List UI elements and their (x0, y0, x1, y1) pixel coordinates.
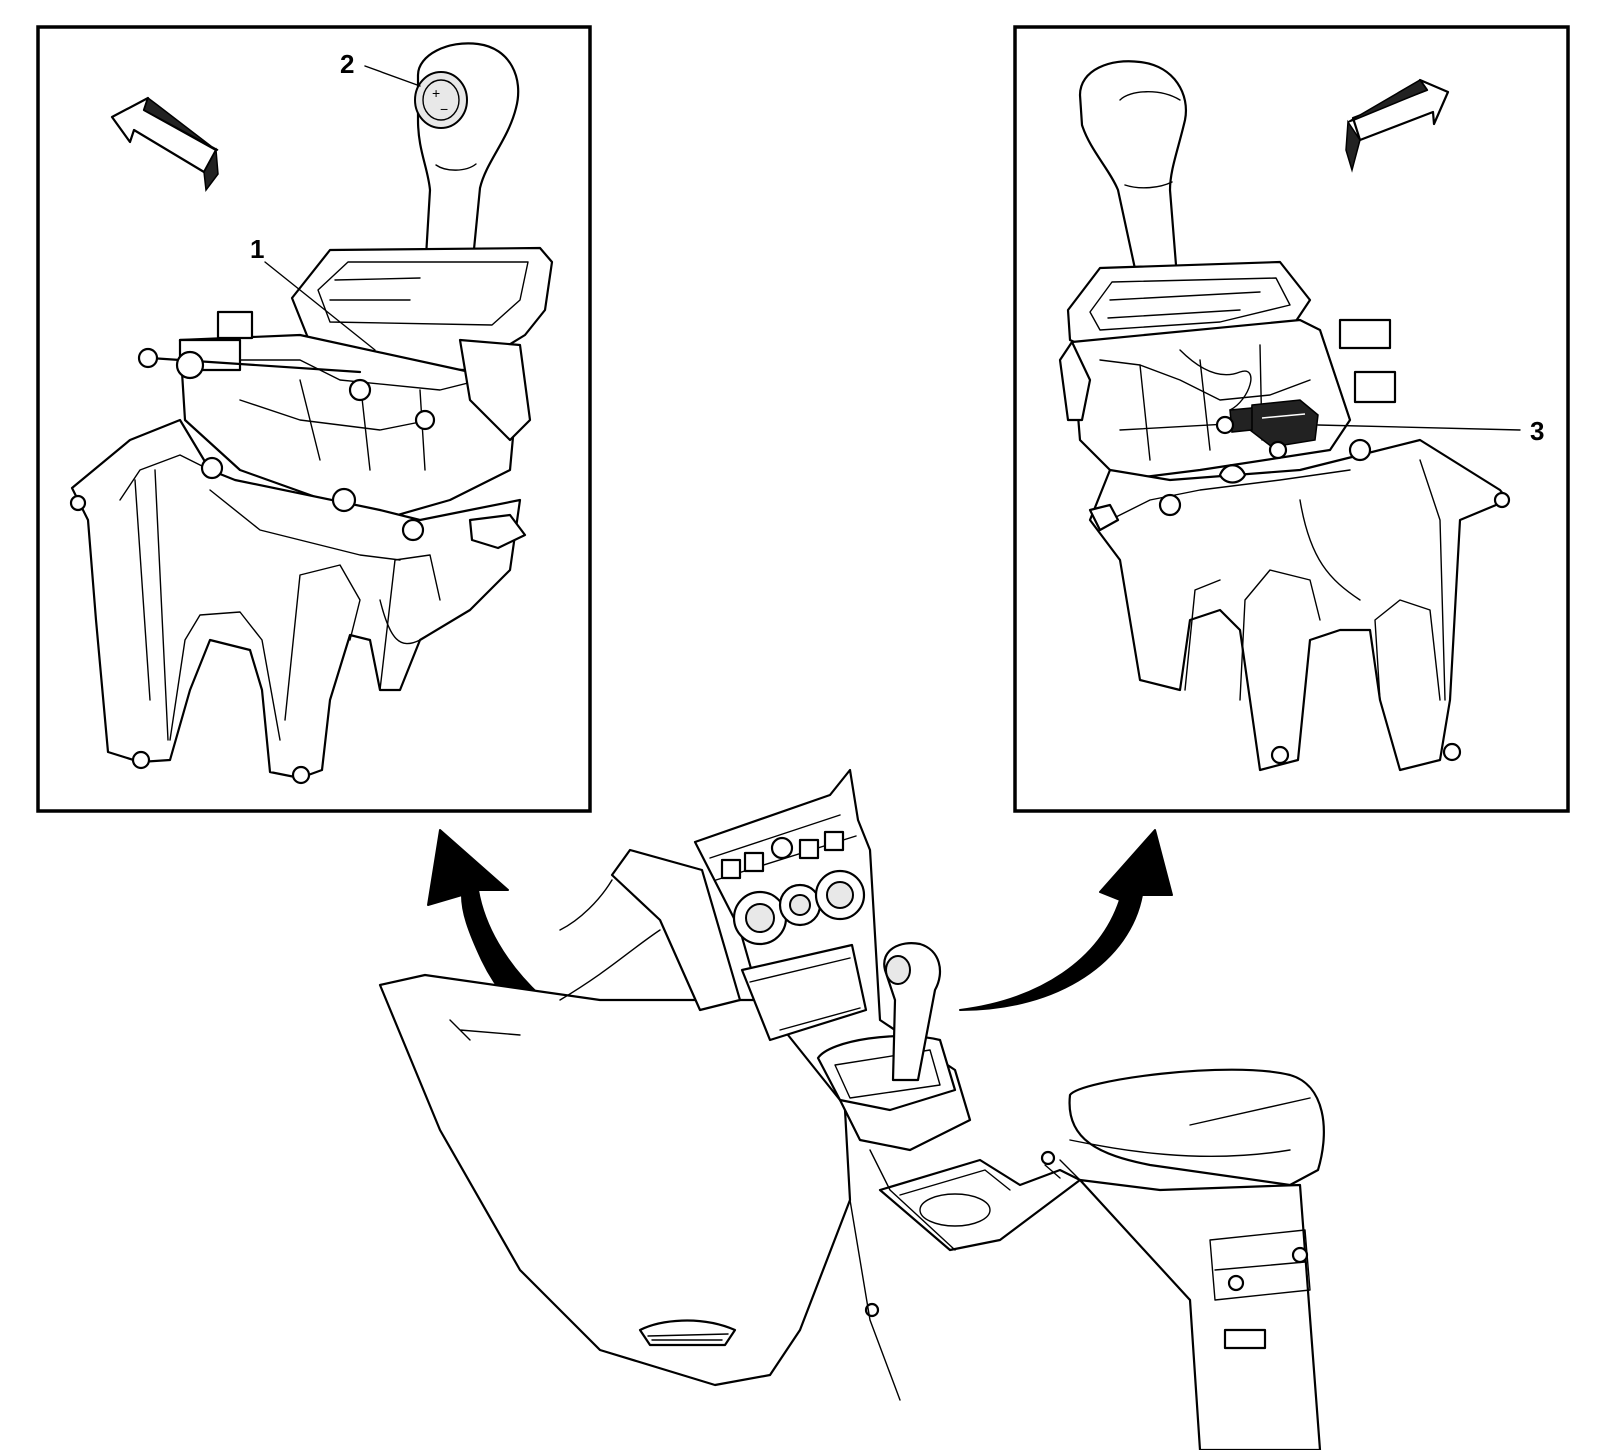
center-console-overview (378, 768, 1325, 1450)
hvac-button-strip (720, 830, 845, 880)
callout-2-label: 2 (340, 49, 354, 79)
left-shifter-base-bracket (69, 418, 527, 785)
left-shift-lever: + − (414, 42, 520, 292)
right-direction-arrow-icon (1345, 78, 1450, 173)
svg-text:−: − (440, 101, 448, 117)
left-shifter-bezel (290, 246, 554, 372)
console-side-panel (378, 973, 852, 1387)
svg-text:+: + (432, 85, 440, 101)
shift-control-module (1229, 399, 1319, 448)
armrest-lid (1068, 1068, 1325, 1187)
left-shifter-mechanism (137, 310, 532, 522)
right-shifter-mechanism (1070, 318, 1397, 482)
callout-3-label: 3 (1530, 416, 1544, 446)
right-detail-panel: 3 (1013, 25, 1570, 813)
callout-1: 1 (250, 234, 376, 351)
callout-1-label: 1 (250, 234, 264, 264)
left-detail-panel: + − (36, 25, 592, 813)
left-direction-arrow-icon (110, 96, 219, 192)
right-shift-lever (1078, 60, 1187, 294)
callout-2: 2 (340, 49, 421, 87)
right-removal-arrow-icon (959, 829, 1173, 1011)
hvac-knobs (732, 869, 866, 946)
console-shift-lever (883, 942, 942, 1082)
right-shifter-base-bracket (1058, 340, 1511, 772)
callout-3: 3 (1317, 416, 1544, 446)
